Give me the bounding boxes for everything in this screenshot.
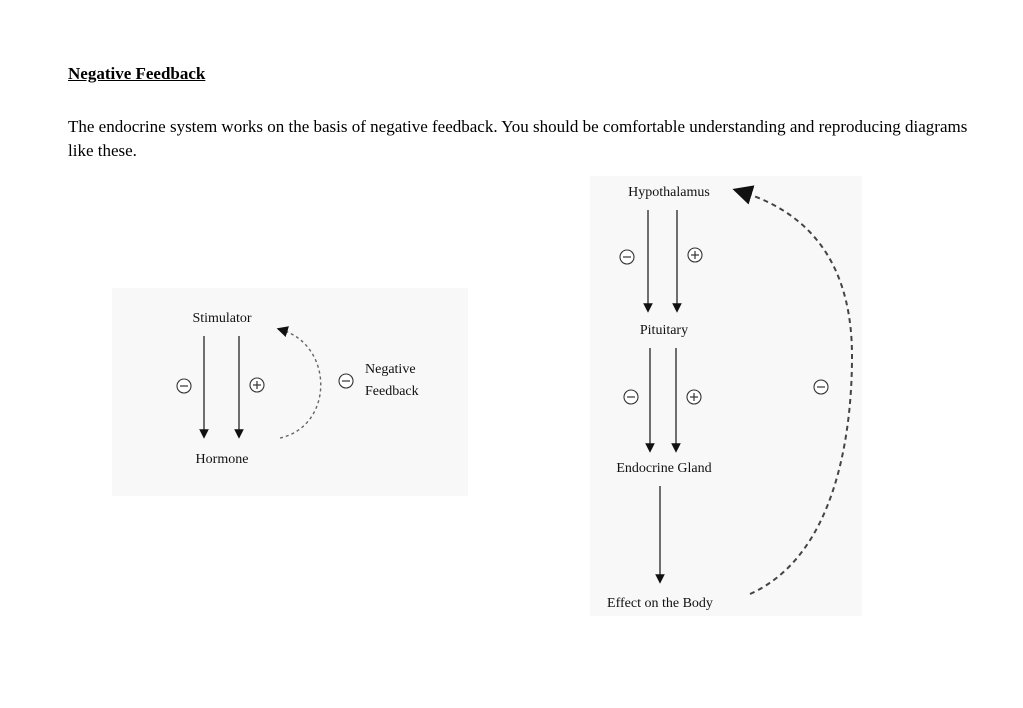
- simple-feedback-diagram: Stimulator Hormone Negative Feedback: [112, 288, 468, 496]
- effect-on-body-label: Effect on the Body: [607, 596, 713, 611]
- plus-icon: [687, 247, 703, 263]
- minus-icon: [176, 378, 192, 394]
- minus-icon: [619, 249, 635, 265]
- minus-icon: [813, 379, 829, 395]
- negative-feedback-loop-arrow: [276, 326, 322, 439]
- hypothalamus-label: Hypothalamus: [628, 185, 710, 200]
- negative-feedback-label: Feedback: [365, 384, 419, 399]
- minus-icon: [623, 389, 639, 405]
- plus-icon: [249, 377, 265, 393]
- negative-feedback-label: Negative: [365, 362, 416, 377]
- pituitary-label: Pituitary: [640, 323, 688, 338]
- hormone-label: Hormone: [196, 452, 249, 467]
- negative-feedback-loop-arrow: [732, 185, 854, 595]
- page-title: Negative Feedback: [68, 64, 206, 83]
- plus-icon: [686, 389, 702, 405]
- endocrine-gland-label: Endocrine Gland: [616, 461, 711, 476]
- minus-icon: [338, 373, 354, 389]
- stimulator-label: Stimulator: [192, 311, 251, 326]
- intro-paragraph: The endocrine system works on the basis …: [68, 117, 968, 160]
- endocrine-axis-diagram: Hypothalamus Pituitary Endocrine Gland E…: [590, 176, 862, 616]
